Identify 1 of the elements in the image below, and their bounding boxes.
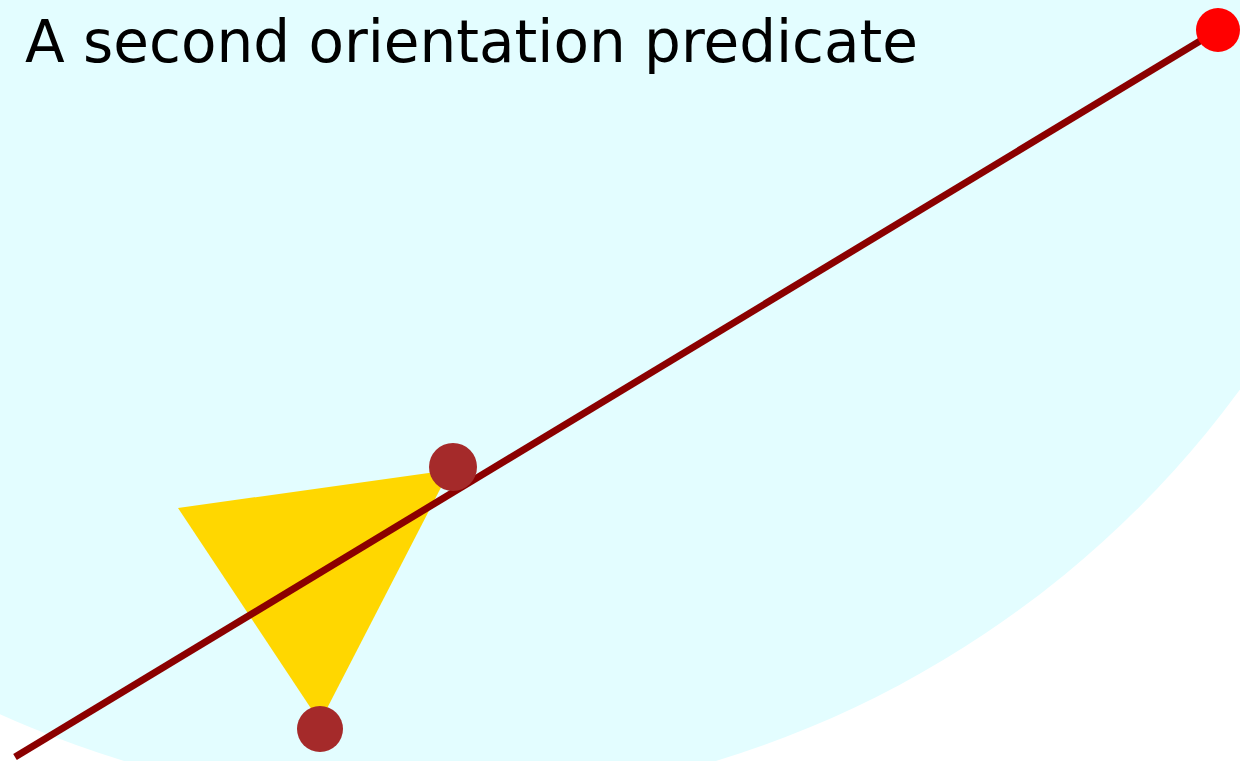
title: A second orientation predicate: [25, 8, 918, 78]
